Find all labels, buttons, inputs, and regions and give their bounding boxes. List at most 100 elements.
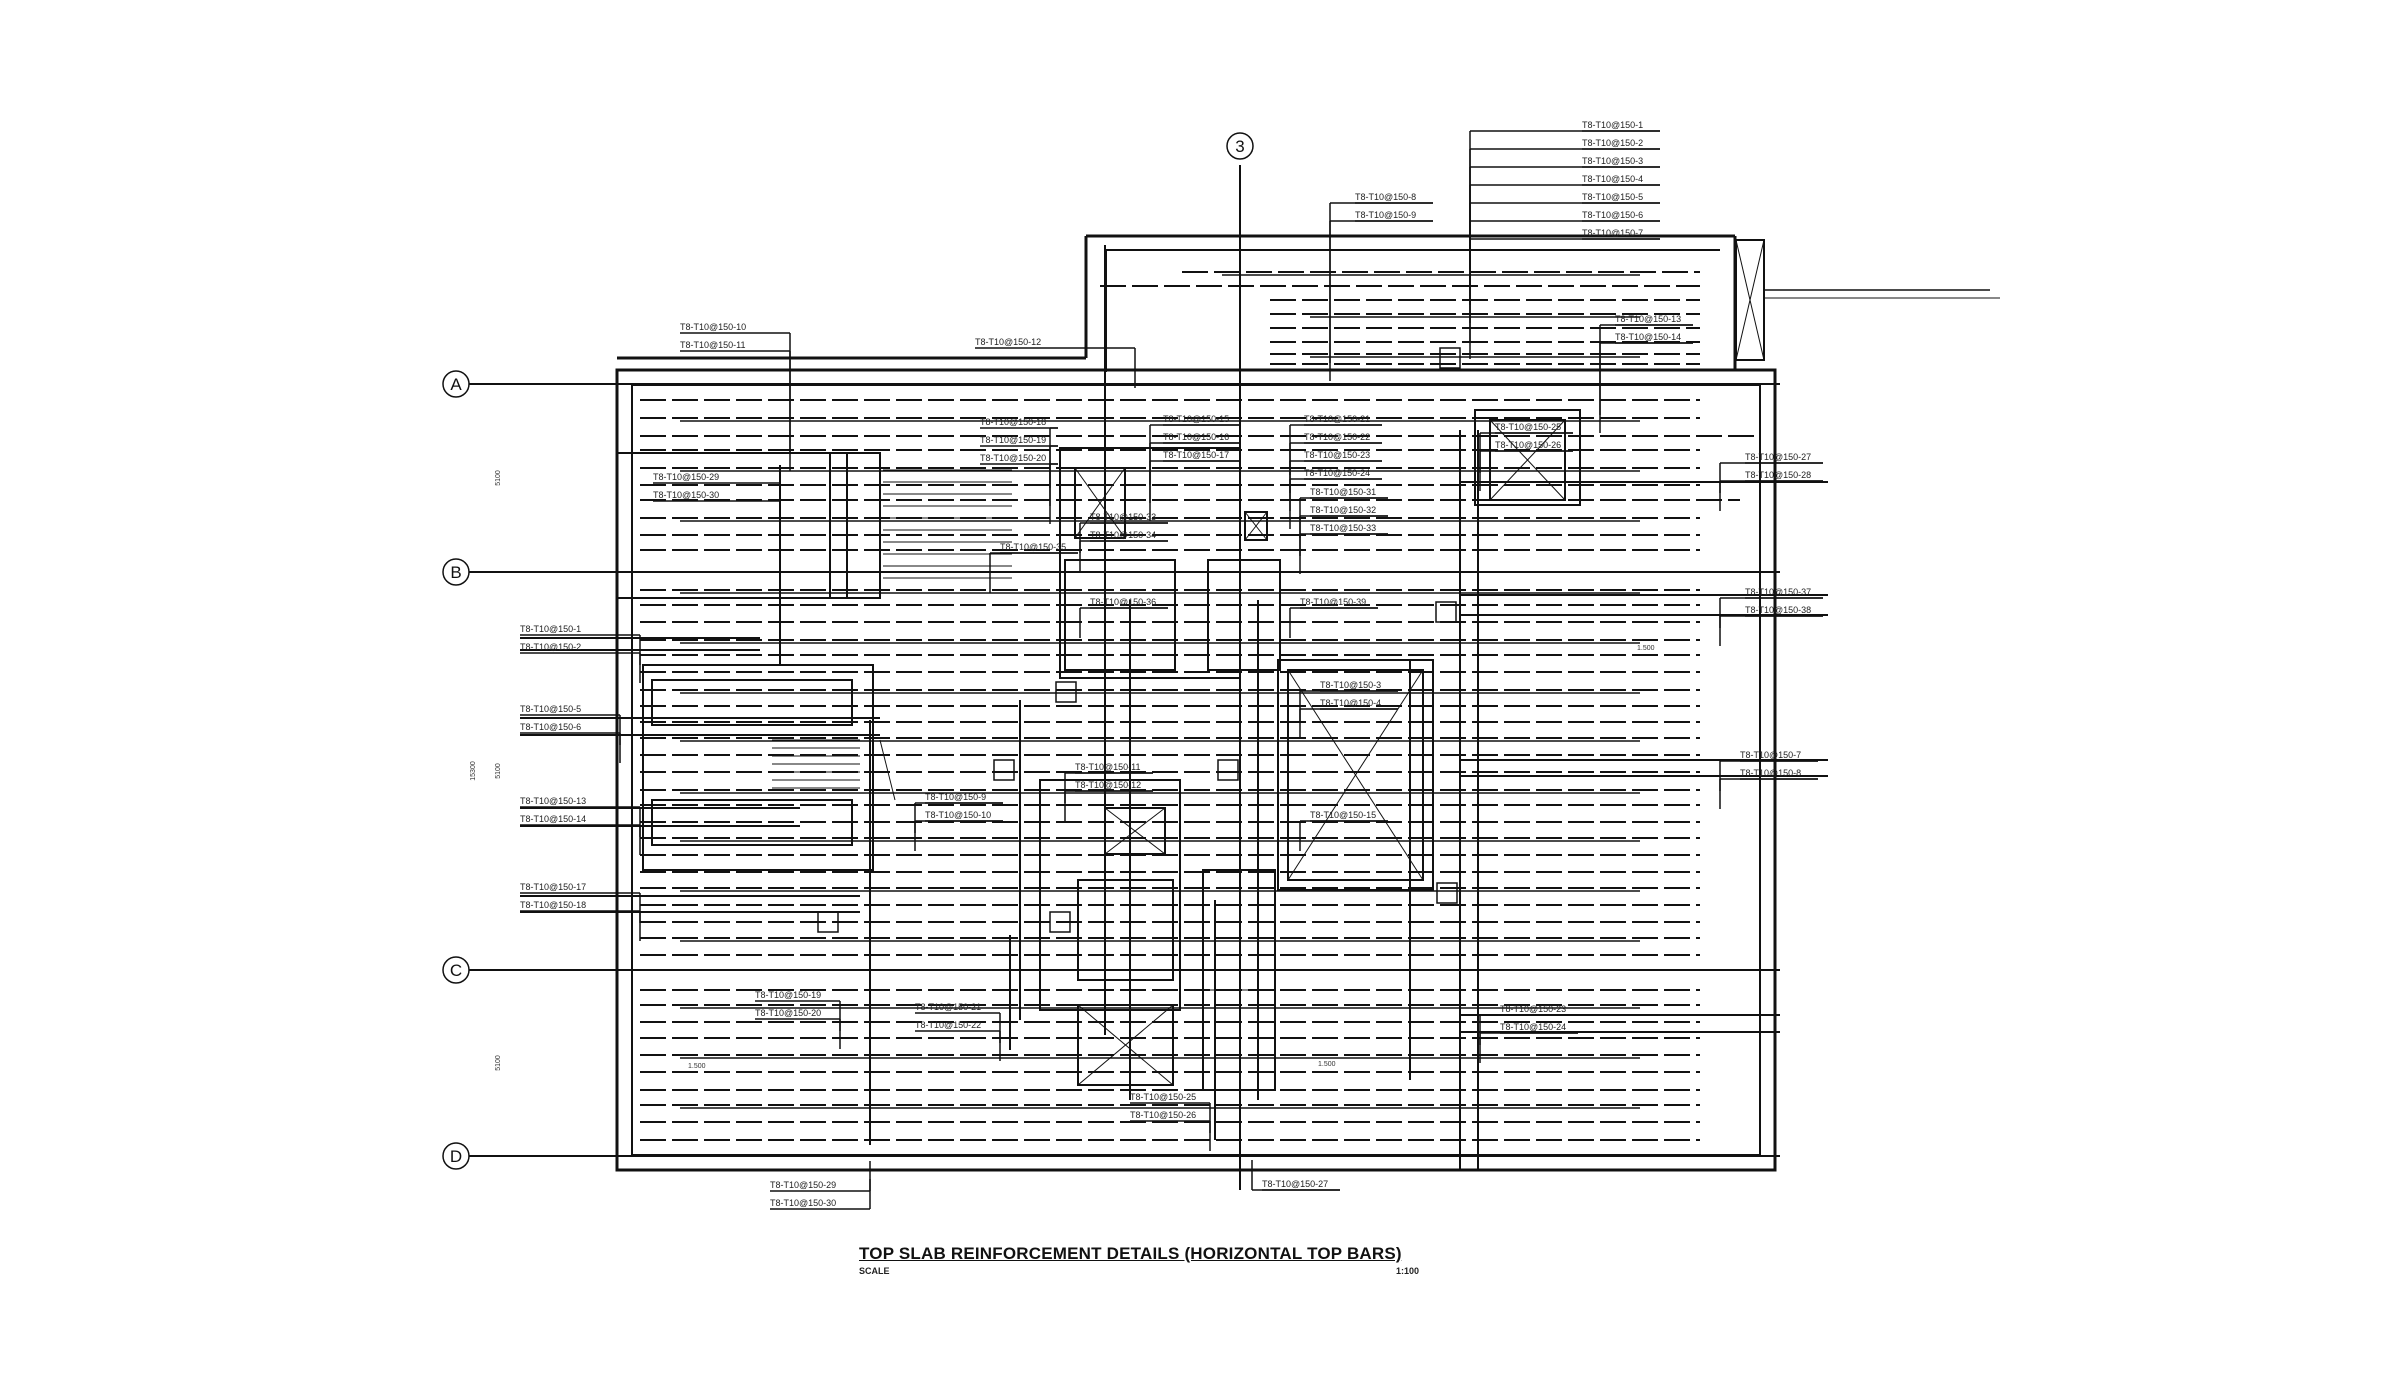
core-chamber-2 <box>1207 559 1281 671</box>
title-block: TOP SLAB REINFORCEMENT DETAILS (HORIZONT… <box>859 1244 1419 1276</box>
bar-label: T8-T10@150-27 <box>1262 1179 1328 1189</box>
small-note: 1.500 <box>688 1063 706 1070</box>
bar-label: T8-T10@150-5 <box>1582 192 1643 202</box>
bar-label: T8-T10@150-4 <box>1320 698 1381 708</box>
bar-label: T8-T10@150-21 <box>1304 414 1370 424</box>
bar-label: T8-T10@150-2 <box>1582 138 1643 148</box>
lower-core-wall <box>1039 779 1181 1011</box>
grid-marker-label: D <box>450 1147 462 1166</box>
opening-cross <box>1104 807 1166 855</box>
bar-label: T8-T10@150-8 <box>1740 768 1801 778</box>
bar-label: T8-T10@150-9 <box>925 792 986 802</box>
bar-label: T8-T10@150-19 <box>980 435 1046 445</box>
bar-label: T8-T10@150-11 <box>1075 762 1141 772</box>
grid-marker-label: C <box>450 961 462 980</box>
bar-label: T8-T10@150-11 <box>680 340 746 350</box>
structural-outline <box>453 165 1780 1190</box>
slab-outline <box>615 368 1777 1172</box>
grid-marker <box>442 956 470 984</box>
lift-opening-2 <box>1244 511 1268 541</box>
grid-marker <box>442 1142 470 1170</box>
bar-label: T8-T10@150-15 <box>1163 414 1229 424</box>
bar-label: T8-T10@150-7 <box>1740 750 1801 760</box>
bar-label: T8-T10@150-12 <box>975 337 1041 347</box>
bar-label: T8-T10@150-9 <box>1355 210 1416 220</box>
bar-label: T8-T10@150-34 <box>1090 530 1156 540</box>
small-note: 1.500 <box>1637 645 1655 652</box>
dimension-text: 15300 <box>470 761 477 781</box>
bar-label: T8-T10@150-29 <box>770 1180 836 1190</box>
grid-marker-label: A <box>450 375 462 394</box>
bar-label: T8-T10@150-17 <box>520 882 586 892</box>
shaft-opening <box>1287 669 1424 881</box>
bar-label: T8-T10@150-12 <box>1075 780 1141 790</box>
bar-label: T8-T10@150-35 <box>1000 542 1066 552</box>
bar-label: T8-T10@150-3 <box>1320 680 1381 690</box>
left-room-tray-1 <box>651 679 853 726</box>
bar-label: T8-T10@150-32 <box>1310 505 1376 515</box>
bar-label: T8-T10@150-21 <box>915 1002 981 1012</box>
bar-label: T8-T10@150-2 <box>520 642 581 652</box>
bar-label: T8-T10@150-33 <box>1090 512 1156 522</box>
bar-label: T8-T10@150-6 <box>1582 210 1643 220</box>
bar-label: T8-T10@150-23 <box>1304 450 1370 460</box>
bar-label: T8-T10@150-1 <box>1582 120 1643 130</box>
bar-label: T8-T10@150-14 <box>520 814 586 824</box>
bar-label: T8-T10@150-4 <box>1582 174 1643 184</box>
bar-label: T8-T10@150-20 <box>755 1008 821 1018</box>
column-square <box>1055 681 1077 703</box>
bar-label: T8-T10@150-14 <box>1615 332 1681 342</box>
leader-lines <box>520 130 2000 1210</box>
bar-label: T8-T10@150-23 <box>1500 1004 1566 1014</box>
bar-label: T8-T10@150-24 <box>1304 468 1370 478</box>
left-stair-diag <box>879 739 896 801</box>
core-chamber <box>1064 559 1176 671</box>
bar-labels: T8-T10@150-1T8-T10@150-2T8-T10@150-3T8-T… <box>520 120 1811 1208</box>
column-square <box>993 759 1015 781</box>
scale-row: SCALE 1:100 <box>859 1266 1419 1276</box>
reinforcement-bars <box>520 271 1828 1141</box>
bar-label: T8-T10@150-22 <box>915 1020 981 1030</box>
opening-cross <box>1074 467 1126 539</box>
bar-label: T8-T10@150-18 <box>520 900 586 910</box>
scale-value: 1:100 <box>1395 1266 1419 1276</box>
grid-marker <box>442 558 470 586</box>
drawing-title: TOP SLAB REINFORCEMENT DETAILS (HORIZONT… <box>859 1244 1402 1263</box>
opening-upper-right-wall <box>1474 409 1581 506</box>
bar-label: T8-T10@150-25 <box>1495 422 1561 432</box>
left-room-wall <box>642 664 874 871</box>
dimension-text: 5100 <box>495 763 502 779</box>
column-square <box>1436 882 1458 904</box>
small-note: 1.500 <box>1318 1061 1336 1068</box>
column-square <box>1439 347 1461 369</box>
stair-wall <box>616 452 848 599</box>
column-square <box>1217 759 1239 781</box>
bar-label: T8-T10@150-15 <box>1310 810 1376 820</box>
bar-label: T8-T10@150-16 <box>1163 432 1229 442</box>
bar-label: T8-T10@150-29 <box>653 472 719 482</box>
grid-marker-label: B <box>450 563 461 582</box>
bar-label: T8-T10@150-13 <box>1615 314 1681 324</box>
bar-label: T8-T10@150-10 <box>925 810 991 820</box>
bar-label: T8-T10@150-13 <box>520 796 586 806</box>
dimension-text: 5100 <box>495 1055 502 1071</box>
bar-label: T8-T10@150-20 <box>980 453 1046 463</box>
bar-label: T8-T10@150-18 <box>980 417 1046 427</box>
dimension-text: 5100 <box>495 470 502 486</box>
bar-label: T8-T10@150-37 <box>1745 587 1811 597</box>
bar-label: T8-T10@150-22 <box>1304 432 1370 442</box>
bar-label: T8-T10@150-3 <box>1582 156 1643 166</box>
bar-label: T8-T10@150-24 <box>1500 1022 1566 1032</box>
bar-label: T8-T10@150-30 <box>770 1198 836 1208</box>
bar-label: T8-T10@150-26 <box>1495 440 1561 450</box>
section-box-diag <box>1735 239 1765 361</box>
bar-label: T8-T10@150-28 <box>1745 470 1811 480</box>
grid-marker <box>442 370 470 398</box>
bar-label: T8-T10@150-17 <box>1163 450 1229 460</box>
bar-label: T8-T10@150-1 <box>520 624 581 634</box>
bar-label: T8-T10@150-7 <box>1582 228 1643 238</box>
bar-label: T8-T10@150-31 <box>1310 487 1376 497</box>
lower-opening-2 <box>1077 879 1174 981</box>
bar-label: T8-T10@150-19 <box>755 990 821 1000</box>
